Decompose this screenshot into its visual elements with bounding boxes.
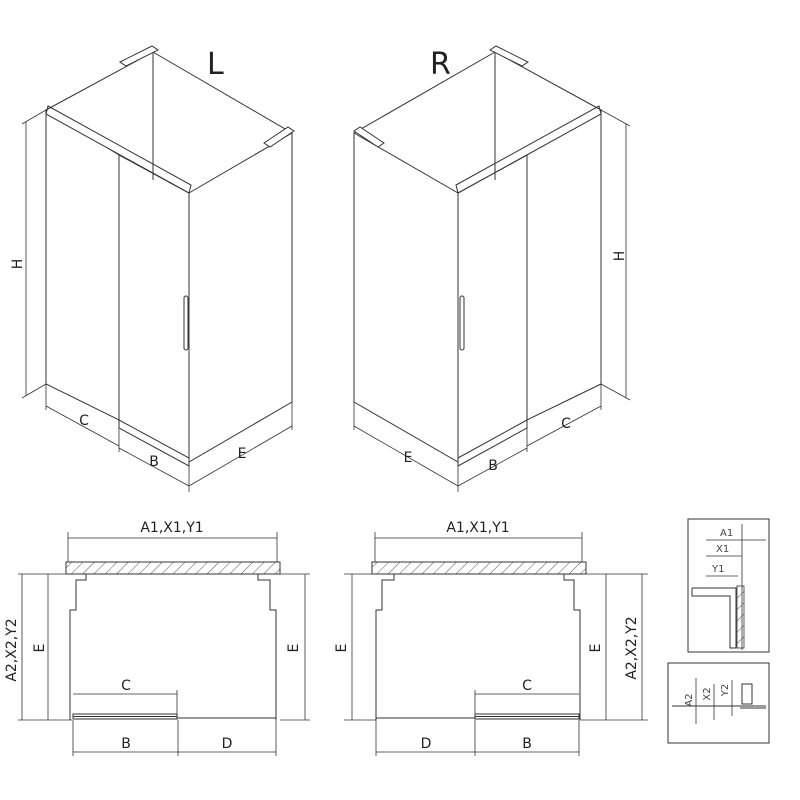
dim-h-label: H — [10, 259, 26, 270]
door-panel-b — [118, 154, 190, 463]
dim-c-label: C — [121, 678, 131, 694]
top-rail — [45, 105, 192, 194]
dim-x1-label: X1 — [716, 544, 729, 555]
dim-side-label: A2,X2,Y2 — [624, 616, 640, 679]
dim-top-label: A1,X1,Y1 — [140, 520, 203, 536]
door-panel-b — [457, 154, 528, 463]
roller-block — [741, 683, 753, 705]
dim-c-label: C — [561, 416, 571, 432]
ceiling-line-right — [152, 51, 293, 134]
dim-b-label: B — [488, 458, 498, 474]
wall-bracket-top — [489, 45, 529, 67]
dim-e-label: E — [404, 450, 413, 466]
dim-y2-label: Y2 — [720, 684, 731, 697]
wall-hatch — [371, 561, 587, 575]
dim-b-line — [457, 447, 528, 487]
dim-y1-label: Y1 — [711, 564, 724, 575]
dim-d-label: D — [222, 736, 233, 752]
dim-ext — [21, 109, 47, 125]
dim-b-line — [118, 447, 190, 487]
wall-profile-right — [563, 573, 582, 720]
detail-frame — [687, 518, 770, 653]
side-panel-e — [353, 132, 459, 463]
iso-view-right: R H C B E — [353, 45, 631, 492]
door-handle — [459, 295, 465, 351]
wall-bracket-right — [263, 126, 295, 148]
dim-e-label-right: E — [286, 644, 302, 653]
detail-top: A1 X1 Y1 — [687, 518, 770, 653]
plan-view-right: A1,X1,Y1 E E A2,X2,Y2 C D B — [334, 520, 648, 756]
dim-a1-label: A1 — [720, 528, 733, 539]
dim-c-line — [526, 405, 602, 447]
fixed-panel-c — [526, 109, 602, 421]
dim-b-label: B — [121, 736, 131, 752]
ceiling-line-left — [353, 51, 496, 134]
dim-x2-label: X2 — [702, 687, 713, 700]
dim-b-label: B — [522, 736, 532, 752]
dim-e-line — [353, 425, 459, 487]
dim-top-label: A1,X1,Y1 — [446, 520, 509, 536]
iso-view-left: L H C B E — [10, 45, 295, 492]
detail-bottom: A2 X2 Y2 — [667, 662, 770, 744]
view-label-left: L — [207, 47, 224, 82]
dim-e-label: E — [238, 446, 247, 462]
wall-hatch — [65, 561, 281, 575]
wall-profile-left — [68, 573, 87, 720]
top-rail — [455, 105, 602, 194]
dim-ext — [600, 109, 631, 127]
wall-profile-right — [257, 573, 277, 720]
plan-view-left: A1,X1,Y1 A2,X2,Y2 E E C B D — [4, 520, 310, 756]
dim-side-label: A2,X2,Y2 — [4, 618, 20, 681]
dim-c-line — [45, 405, 120, 447]
dim-a2-label: A2 — [684, 693, 695, 706]
dim-b-label: B — [149, 454, 159, 470]
fixed-panel-c — [45, 109, 120, 421]
wall-bracket-top — [119, 45, 159, 67]
dim-c-label: C — [79, 413, 89, 429]
dim-ext — [600, 383, 631, 401]
wall-profile-left — [375, 573, 395, 720]
side-panel-e — [188, 132, 293, 463]
glass-section — [736, 585, 745, 649]
view-label-right: R — [430, 47, 451, 82]
dim-e-line — [188, 425, 293, 487]
dim-h-label: H — [612, 251, 628, 262]
dim-c-label: C — [522, 678, 532, 694]
door-handle — [183, 295, 189, 351]
dim-e-label-left: E — [334, 644, 350, 653]
profile-section — [691, 587, 737, 649]
dim-e-label-left: E — [32, 644, 48, 653]
dim-e-label-right: E — [588, 644, 604, 653]
wall-bracket-left — [353, 126, 385, 148]
detail-frame — [667, 662, 770, 744]
dim-d-label: D — [421, 736, 432, 752]
